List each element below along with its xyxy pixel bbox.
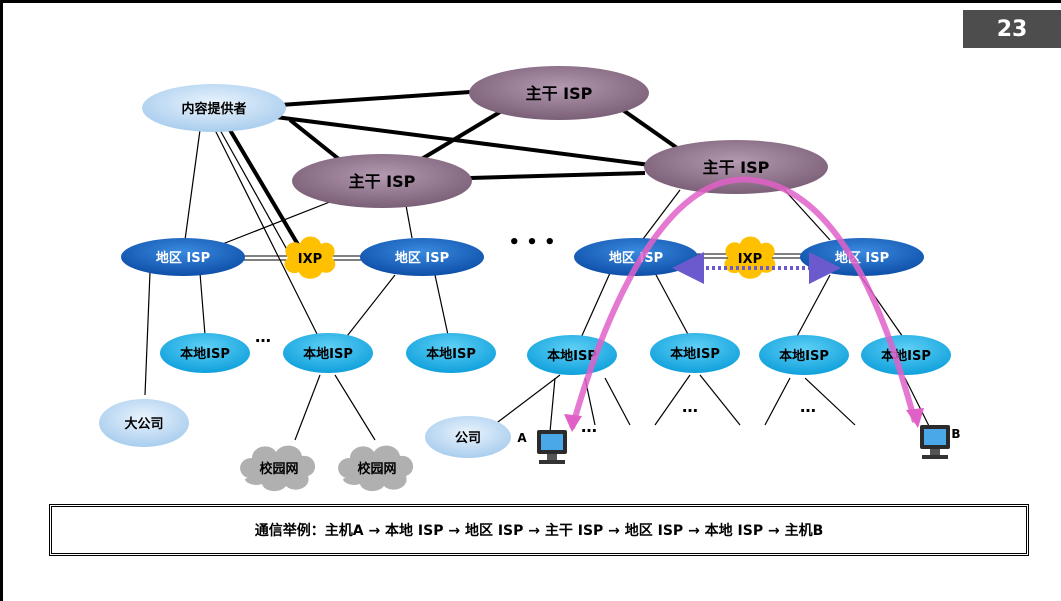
local-isp-label: 本地ISP	[426, 346, 476, 362]
ellipsis: …	[581, 417, 597, 436]
backbone-isp-node	[292, 154, 472, 208]
local-isp-node	[406, 333, 496, 373]
regional-isp-label: 地区 ISP	[835, 250, 889, 266]
local-isp-node	[861, 335, 951, 375]
large-company-label: 大公司	[124, 416, 163, 432]
regional-isp-label: 地区 ISP	[395, 250, 449, 266]
frame-top-border	[0, 0, 1061, 3]
local-isp-label: 本地ISP	[180, 346, 230, 362]
local-isp-label: 本地ISP	[303, 346, 353, 362]
backbone-isp-label: 主干 ISP	[526, 84, 593, 103]
caption-text: 通信举例：主机A → 本地 ISP → 地区 ISP → 主干 ISP → 地区…	[254, 523, 824, 539]
communication-path-arrow	[569, 176, 918, 429]
local-isp-node	[160, 333, 250, 373]
ixp-label: IXP	[298, 252, 322, 267]
caption-box: 通信举例：主机A → 本地 ISP → 地区 ISP → 主干 ISP → 地区…	[49, 504, 1029, 556]
host-a-label: A	[517, 431, 527, 445]
campus-net-node	[240, 445, 316, 492]
local-isp-node	[283, 333, 373, 373]
path-arrowhead-b	[906, 408, 924, 428]
campus-net-label: 校园网	[259, 461, 298, 477]
path-arrowhead-a	[564, 414, 582, 432]
ellipsis-big: • • •	[508, 232, 555, 253]
campus-net-label: 校园网	[357, 461, 396, 477]
local-isp-node	[759, 335, 849, 375]
regional-isp-label: 地区 ISP	[609, 250, 663, 266]
computer-b-icon	[920, 425, 950, 459]
access-links	[144, 129, 931, 441]
company-label: 公司	[455, 431, 481, 446]
campus-net-node	[338, 445, 414, 492]
content-provider-label: 内容提供者	[181, 101, 246, 117]
ixp-label: IXP	[738, 252, 762, 267]
content-provider-node	[142, 84, 286, 132]
local-isp-label: 本地ISP	[670, 346, 720, 362]
company-node	[425, 416, 511, 458]
regional-isp-node	[360, 238, 484, 276]
local-isp-label: 本地ISP	[881, 348, 931, 364]
ellipsis: …	[255, 327, 271, 346]
frame-left-border	[0, 0, 3, 601]
ellipsis: …	[800, 397, 816, 416]
backbone-isp-label: 主干 ISP	[703, 158, 770, 177]
local-isp-label: 本地ISP	[547, 348, 597, 364]
host-b-label: B	[951, 427, 960, 441]
large-company-node	[99, 399, 189, 447]
regional-isp-node	[574, 238, 698, 276]
computer-a-icon	[537, 430, 567, 464]
backbone-links	[228, 90, 682, 250]
backbone-isp-label: 主干 ISP	[349, 172, 416, 191]
regional-isp-label: 地区 ISP	[156, 250, 210, 266]
backbone-isp-node	[644, 140, 828, 194]
ellipsis: …	[682, 397, 698, 416]
page-number: 23	[963, 10, 1061, 48]
backbone-isp-node	[469, 66, 649, 120]
regional-isp-node	[121, 238, 245, 276]
local-isp-label: 本地ISP	[779, 348, 829, 364]
ixp-node	[284, 236, 336, 279]
local-isp-node	[650, 333, 740, 373]
